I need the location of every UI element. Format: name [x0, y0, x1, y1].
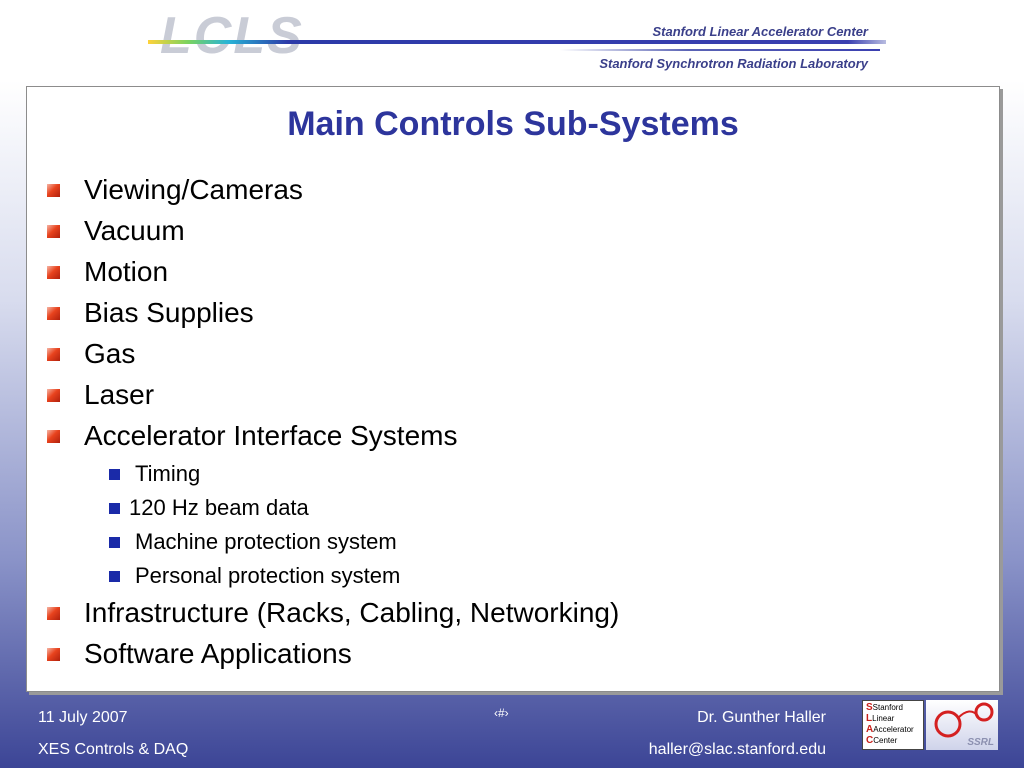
ssrl-ring-icon [934, 702, 994, 738]
footer-email: haller@slac.stanford.edu [648, 741, 826, 758]
square-bullet-icon [109, 571, 120, 582]
square-bullet-icon [47, 307, 60, 320]
square-bullet-icon [109, 469, 120, 480]
org-name-slac: Stanford Linear Accelerator Center [652, 24, 868, 39]
ssrl-logo: SSRL [926, 700, 998, 750]
content-panel: Main Controls Sub-Systems Viewing/Camera… [26, 86, 1000, 692]
square-bullet-icon [47, 607, 60, 620]
footer-date: 11 July 2007 [38, 709, 128, 726]
footer-author: Dr. Gunther Haller [697, 709, 826, 726]
logo-rainbow-line [148, 40, 886, 44]
ssrl-label: SSRL [967, 737, 994, 748]
square-bullet-icon [47, 648, 60, 661]
square-bullet-icon [47, 184, 60, 197]
square-bullet-icon [47, 389, 60, 402]
slide-title: Main Controls Sub-Systems [287, 105, 739, 143]
org-name-ssrl: Stanford Synchrotron Radiation Laborator… [599, 56, 868, 71]
footer-subtitle: XES Controls & DAQ [38, 741, 189, 758]
logo-divider-line [560, 49, 880, 51]
stanford-logo: SStanford LLinear AAccelerator CCenter [862, 700, 924, 750]
page-number: ‹#› [494, 706, 509, 720]
lcls-logo: LCLS [160, 7, 304, 65]
square-bullet-icon [109, 503, 120, 514]
square-bullet-icon [47, 430, 60, 443]
square-bullet-icon [47, 225, 60, 238]
slide-footer: 11 July 2007 XES Controls & DAQ ‹#› Dr. … [0, 700, 1024, 768]
square-bullet-icon [47, 348, 60, 361]
square-bullet-icon [47, 266, 60, 279]
slide-header: LCLS Stanford Linear Accelerator Center … [0, 0, 1024, 80]
square-bullet-icon [109, 537, 120, 548]
